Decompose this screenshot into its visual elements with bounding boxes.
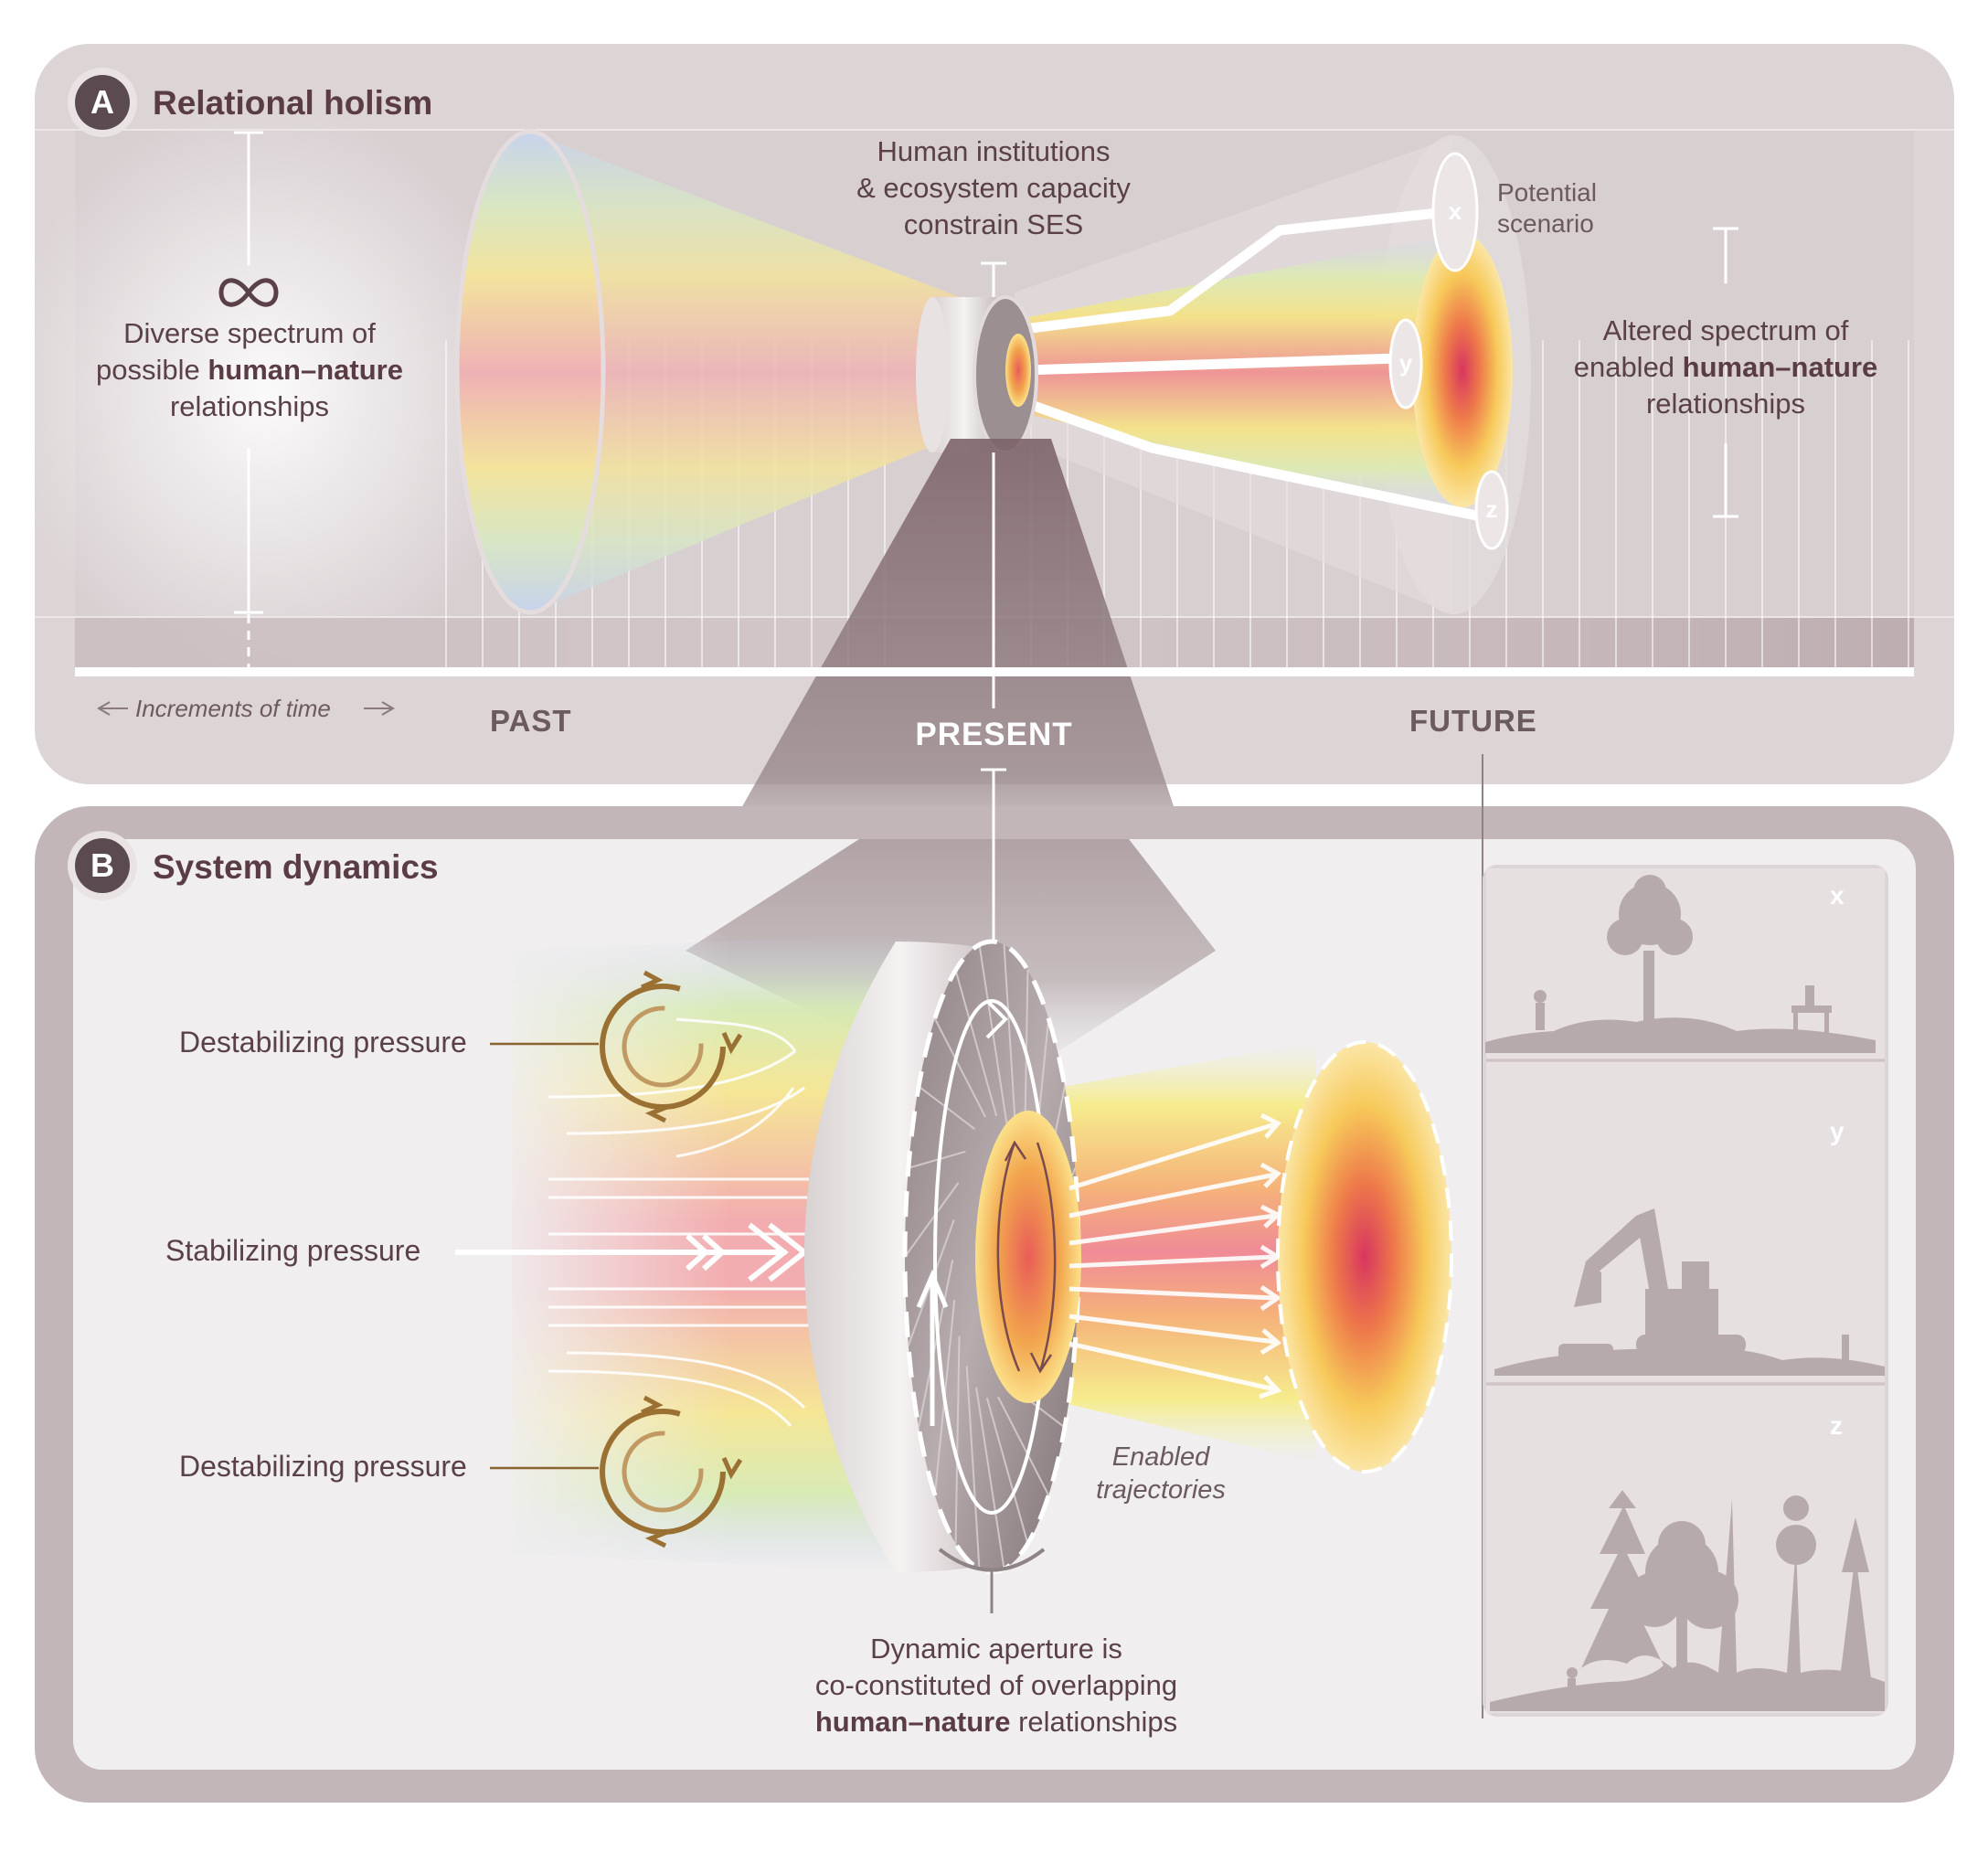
aperture-line2: co-constituted of overlapping: [814, 1669, 1178, 1701]
enabled-trajectories-disc: [1278, 1042, 1451, 1472]
past-cone-opening: [454, 129, 606, 615]
scenario-z-letter: z: [1486, 495, 1498, 523]
destabilizing-pressure-bottom-label: Destabilizing pressure: [179, 1450, 467, 1483]
enabled-line2: trajectories: [1096, 1475, 1226, 1505]
enabled-line1: Enabled: [1111, 1442, 1210, 1472]
scenario-z-marker: [1474, 470, 1509, 550]
left-label-line1: Diverse spectrum of: [123, 317, 376, 349]
scenario-label-line1: Potential: [1497, 178, 1597, 207]
right-label-line2-pre: enabled: [1573, 351, 1683, 383]
iris-blade: [965, 1366, 981, 1569]
scenario-z-panel-letter: z: [1830, 1411, 1843, 1440]
aperture-bottom-bracket: [938, 1548, 1046, 1572]
aperture-line3-post: relationships: [1010, 1706, 1178, 1738]
iris-blade: [985, 1397, 1029, 1545]
feedback-loop-icon: [600, 1395, 743, 1548]
scenario-z-forest-silhouette: [1490, 1490, 1885, 1711]
right-spectrum-label: Altered spectrum of enabled human–nature…: [1547, 313, 1904, 422]
panel-b-title: System dynamics: [153, 848, 439, 886]
scenario-x-letter: x: [1449, 197, 1462, 225]
outgoing-beam: [1005, 1042, 1316, 1463]
future-label: FUTURE: [1409, 704, 1537, 738]
left-label-bold: human–nature: [207, 354, 403, 386]
enabled-disc-dashed-outline: [1276, 1040, 1453, 1474]
panel-a-title: Relational holism: [153, 84, 433, 122]
scenario-z-trajectory: [1022, 397, 1483, 522]
scenario-x-landscape-silhouette: [1485, 875, 1876, 1051]
scenario-x-panel-letter: x: [1830, 881, 1844, 910]
aperture-bold: human–nature: [814, 1706, 1011, 1738]
increments-of-time-label: Increments of time: [135, 695, 331, 722]
present-aperture-core: [1005, 334, 1031, 407]
iris-blade: [975, 1387, 1005, 1569]
future-heat-disc: [1412, 233, 1513, 507]
aperture-core-arrow-up: [1004, 1140, 1027, 1162]
enabled-trajectory-arrows: [1068, 1112, 1282, 1399]
iris-blade: [954, 969, 998, 1117]
aperture-core-loop-right: [1036, 1142, 1057, 1372]
center-label-line3: constrain SES: [903, 208, 1084, 240]
aperture-core-loop-left: [996, 1142, 1021, 1372]
center-constraint-label: Human institutions & ecosystem capacity …: [811, 133, 1176, 243]
left-spectrum-label: Diverse spectrum of possible human–natur…: [71, 315, 428, 425]
present-label: PRESENT: [915, 717, 1073, 752]
aperture-core: [975, 1111, 1081, 1403]
future-spectrum-beam: [1015, 233, 1462, 512]
aperture-line3: human–nature relationships: [749, 1704, 1243, 1740]
panel-b-badge: B: [75, 838, 130, 893]
scenario-label-line2: scenario: [1497, 209, 1594, 238]
enabled-trajectories-label: Enabled trajectories: [1069, 1441, 1252, 1506]
scenario-y-panel-letter: y: [1830, 1117, 1844, 1145]
panel-a-badge: A: [75, 75, 130, 130]
iris-blade: [908, 1150, 966, 1169]
right-label-bold: human–nature: [1682, 351, 1878, 383]
iris-blade: [1003, 944, 1018, 1148]
left-label-line3: relationships: [169, 390, 330, 422]
double-chevron-icon: [685, 1222, 809, 1282]
stabilizing-pressure-label: Stabilizing pressure: [165, 1234, 421, 1267]
scenario-y-excavator-silhouette: [1494, 1208, 1885, 1376]
aperture-rotation-arrow: [985, 999, 1008, 1039]
potential-scenario-label: Potential scenario: [1497, 177, 1597, 239]
center-label-line2: & ecosystem capacity: [856, 172, 1131, 204]
aperture-up-arrow: [916, 1269, 949, 1308]
iris-blade: [954, 1335, 961, 1544]
right-label-line2: enabled human–nature: [1547, 349, 1904, 386]
scenario-x-trajectory: [1023, 205, 1463, 335]
increments-right-arrow-head: [381, 701, 395, 716]
destabilizing-pressure-top-label: Destabilizing pressure: [179, 1026, 467, 1059]
scenario-x-marker: [1431, 152, 1479, 272]
past-spectrum-cone: [530, 133, 960, 612]
iris-blade: [918, 1260, 954, 1428]
right-label-line3: relationships: [1645, 388, 1806, 420]
left-label-line2: possible human–nature: [71, 352, 428, 388]
incoming-flow-lines: [547, 1017, 809, 1427]
iris-blade: [904, 1182, 960, 1258]
scenario-y-trajectory: [1023, 353, 1399, 376]
feedback-loop-icon: [600, 970, 743, 1123]
infinity-icon: [218, 278, 279, 307]
left-glow: [0, 101, 530, 686]
left-label-line2-pre: possible: [96, 354, 208, 386]
aperture-core-arrow-down: [1029, 1352, 1053, 1374]
iris-blade: [978, 944, 1008, 1127]
aperture-line1: Dynamic aperture is: [870, 1633, 1122, 1665]
present-aperture-back: [916, 297, 949, 452]
iris-blade: [997, 1396, 1050, 1496]
dynamic-aperture-label: Dynamic aperture is co-constituted of ov…: [749, 1631, 1243, 1740]
center-label-line1: Human institutions: [877, 135, 1111, 167]
increments-left-arrow-head: [97, 701, 111, 716]
right-label-line1: Altered spectrum of: [1602, 314, 1849, 346]
scenario-y-letter: y: [1399, 349, 1413, 377]
iris-blade: [933, 1017, 986, 1118]
scenario-y-marker: [1388, 318, 1423, 410]
past-label: PAST: [490, 704, 572, 738]
